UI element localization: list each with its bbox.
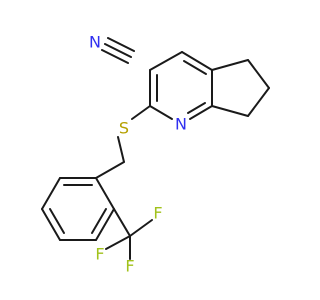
nitrile-bond-3 bbox=[101, 49, 129, 64]
benzene-bond-2 bbox=[41, 177, 61, 210]
cf3-bond-ring bbox=[113, 208, 131, 237]
thioether-bond-c2-s bbox=[131, 105, 151, 120]
nitrile-bond-1 bbox=[104, 43, 132, 58]
benzene-bond-3 bbox=[41, 208, 61, 241]
atom-fluorine-3: F bbox=[95, 245, 104, 264]
atom-ring-nitrogen: N bbox=[175, 115, 187, 134]
cyclopentane-bond-c5-c6 bbox=[247, 59, 270, 89]
cyclopentane-bond-c7-c7a bbox=[211, 105, 249, 117]
pyridine-bond-c4-c4a bbox=[181, 51, 213, 71]
pyridine-bond-c4-c4a-inner bbox=[183, 60, 207, 75]
benzene-bond-6 bbox=[95, 177, 115, 210]
benzene-bond-5 bbox=[95, 208, 115, 241]
benzyl-bond-ch2-c1 bbox=[95, 161, 125, 179]
atom-nitrile-nitrogen: N bbox=[89, 33, 101, 52]
atom-fluorine-1: F bbox=[153, 204, 162, 223]
thioether-bond-s-ch2 bbox=[117, 136, 125, 163]
pyridine-bond-c7a-n1 bbox=[189, 105, 213, 120]
cyclopentane-bond-c4a-c5 bbox=[211, 59, 249, 71]
chemical-structure-diagram: N N S F F F bbox=[41, 33, 270, 276]
pyridine-bond-c7a-n1-inner bbox=[187, 102, 206, 114]
benzene-bond-5-inner bbox=[91, 208, 107, 234]
cf3-bond-f1 bbox=[129, 219, 153, 237]
atom-fluorine-2: F bbox=[125, 257, 134, 276]
cf3-bond-f3 bbox=[105, 235, 131, 250]
pyridine-bond-c3-c4 bbox=[149, 51, 183, 71]
atom-sulfur: S bbox=[119, 119, 129, 138]
benzene-bond-3-inner bbox=[49, 208, 65, 234]
pyridine-bond-n1-c2 bbox=[149, 105, 173, 120]
cyclopentane-bond-c6-c7 bbox=[247, 87, 270, 117]
nitrile-bond-2 bbox=[107, 37, 135, 52]
